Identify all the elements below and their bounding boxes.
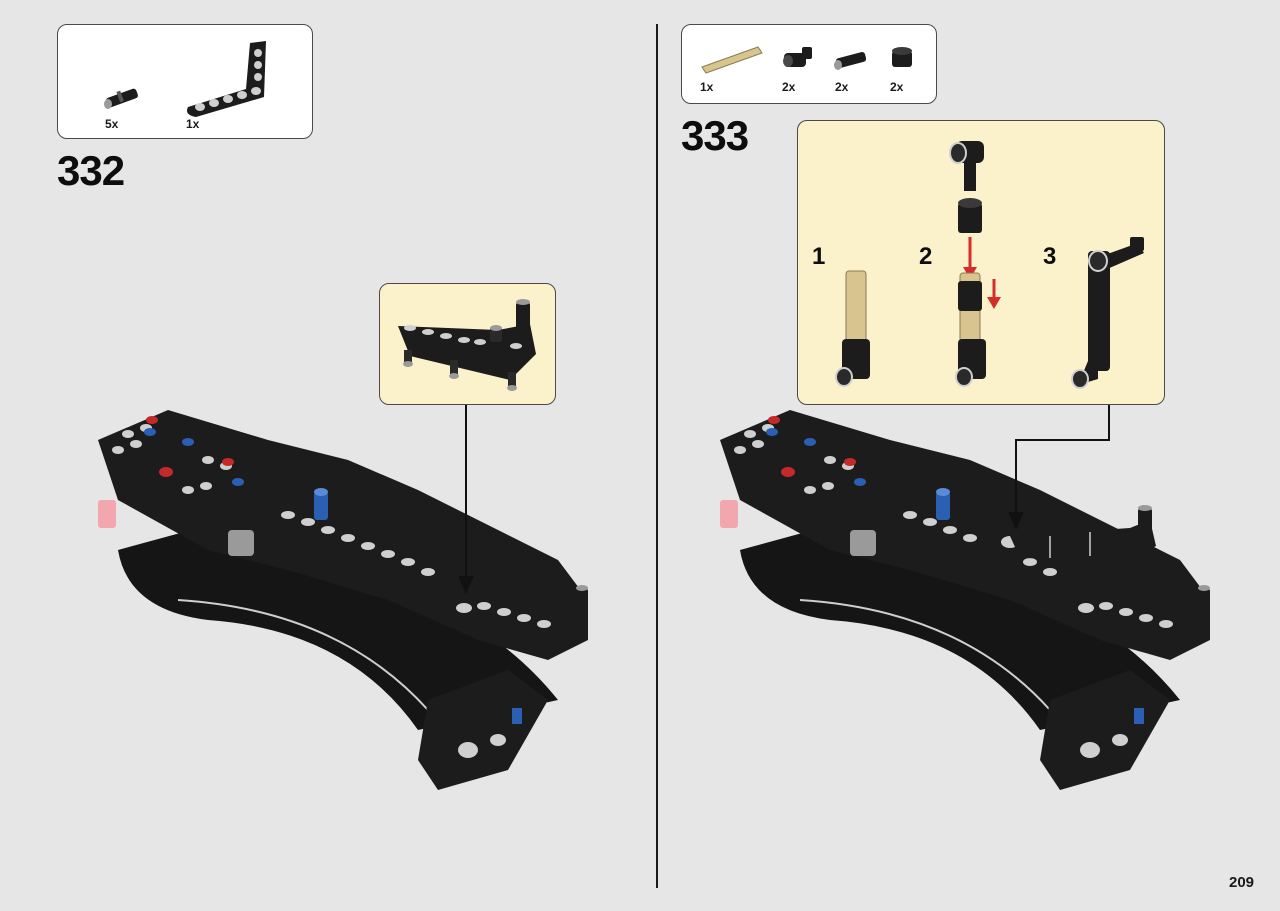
page-number: 209 [1229, 874, 1255, 891]
black-l-beam-icon [187, 41, 266, 117]
substep-1-tan-axle-icon [835, 270, 870, 387]
callout-l-beam [379, 283, 556, 405]
arrow-step-332 [458, 405, 474, 594]
callout-substeps: 1 2 3 [797, 120, 1165, 405]
part-qty: 5x [105, 117, 119, 131]
arrow-step-333 [1008, 405, 1110, 530]
substep-3-assembled-axle-icon [1071, 237, 1144, 389]
l-beam-with-pins-icon [398, 299, 536, 391]
parts-box-step-332: 5x 1x [57, 24, 313, 139]
part-qty: 2x [890, 80, 904, 94]
black-connector-pin-icon [104, 88, 138, 109]
parts-box-step-333: 1x 2x 2x 2x [681, 24, 937, 104]
page-divider [656, 24, 658, 888]
tan-axle-icon [701, 46, 763, 74]
part-qty: 1x [186, 117, 200, 131]
substep-number: 3 [1043, 243, 1057, 270]
model-assembly-step-333 [720, 410, 1210, 790]
substep-number: 2 [919, 243, 933, 270]
part-qty: 2x [782, 80, 796, 94]
step-number: 333 [681, 112, 749, 159]
black-axle-connector-icon [783, 47, 812, 67]
substep-2-axle-connector-icon [949, 141, 1001, 387]
black-pin-with-axle-icon [834, 51, 867, 70]
step-number: 332 [57, 147, 125, 194]
black-bushing-icon [892, 47, 912, 67]
part-qty: 1x [700, 80, 714, 94]
model-assembly-step-332 [98, 410, 588, 790]
substep-number: 1 [812, 243, 826, 270]
part-qty: 2x [835, 80, 849, 94]
